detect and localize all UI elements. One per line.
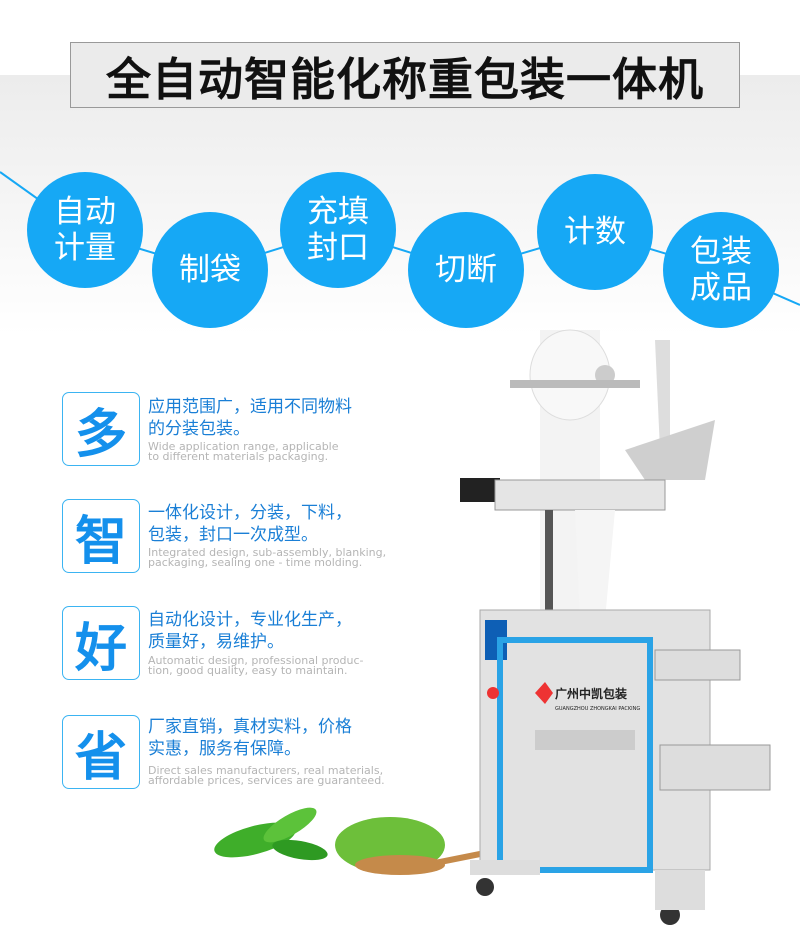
feature-en-line: packaging, sealing one - time molding. <box>148 556 363 569</box>
feature-cn-line: 质量好，易维护。 <box>148 632 284 652</box>
feature-en-line: affordable prices, services are guarante… <box>148 774 385 787</box>
step-label: 切断 <box>435 252 497 288</box>
feature-en: Direct sales manufacturers, real materia… <box>148 764 385 787</box>
feature-en: Integrated design, sub-assembly, blankin… <box>148 546 387 569</box>
step-label: 计数 <box>564 214 626 250</box>
feature-en-line: Wide application range, applicable <box>148 440 339 453</box>
page-title: 全自动智能化称重包装一体机 <box>70 42 740 108</box>
feature-en-line: to different materials packaging. <box>148 450 329 463</box>
process-step-bag-making: 制袋 <box>152 212 268 328</box>
process-step-cutting: 切断 <box>408 212 524 328</box>
step-label: 包装 <box>690 234 752 270</box>
step-label: 计量 <box>54 230 116 266</box>
feature-cn-line: 包装，封口一次成型。 <box>148 525 318 545</box>
feature-badge-economical: 省 <box>62 715 140 789</box>
tea-leaves-matcha-image <box>214 807 486 875</box>
step-label: 封口 <box>307 230 369 266</box>
machine-brand-logo-en: GUANGZHOU ZHONGKAI PACKING <box>555 706 640 712</box>
feature-en: Automatic design, professional produc-ti… <box>148 654 364 677</box>
step-label: 制袋 <box>179 252 241 288</box>
feature-cn-line: 厂家直销，真材实料，价格 <box>148 717 352 737</box>
feature-text: 应用范围广，适用不同物料的分装包装。 <box>148 396 352 440</box>
feature-en-line: tion, good quality, easy to maintain. <box>148 664 348 677</box>
feature-badge-versatile: 多 <box>62 392 140 466</box>
feature-cn-line: 自动化设计，专业化生产， <box>148 610 352 630</box>
feature-text: 厂家直销，真材实料，价格实惠，服务有保障。 <box>148 716 352 760</box>
feature-en-line: Automatic design, professional produc- <box>148 654 364 667</box>
step-label: 充填 <box>307 194 369 230</box>
feature-text: 一体化设计，分装，下料，包装，封口一次成型。 <box>148 502 352 546</box>
feature-text: 自动化设计，专业化生产，质量好，易维护。 <box>148 609 352 653</box>
feature-en-line: Integrated design, sub-assembly, blankin… <box>148 546 387 559</box>
process-step-packaging: 包装成品 <box>663 212 779 328</box>
process-step-auto-metering: 自动计量 <box>27 172 143 288</box>
process-step-counting: 计数 <box>537 174 653 290</box>
feature-en-line: Direct sales manufacturers, real materia… <box>148 764 384 777</box>
feature-badge-quality: 好 <box>62 606 140 680</box>
feature-cn-line: 的分装包装。 <box>148 419 250 439</box>
feature-cn-line: 一体化设计，分装，下料， <box>148 503 352 523</box>
process-step-filling-sealing: 充填封口 <box>280 172 396 288</box>
step-label: 成品 <box>690 270 752 306</box>
feature-cn-line: 应用范围广，适用不同物料 <box>148 397 352 417</box>
feature-badge-smart: 智 <box>62 499 140 573</box>
step-label: 自动 <box>54 194 116 230</box>
packaging-machine-image: 广州中凯包装 GUANGZHOU ZHONGKAI PACKING <box>460 329 771 925</box>
feature-cn-line: 实惠，服务有保障。 <box>148 739 301 759</box>
machine-brand-logo-text: 广州中凯包装 <box>555 686 627 701</box>
